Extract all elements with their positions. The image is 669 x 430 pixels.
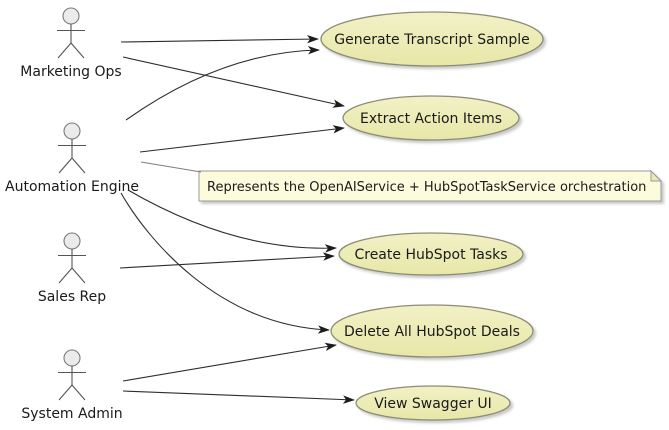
note-fold-corner-icon <box>650 169 663 182</box>
note-text: Represents the OpenAIService + HubSpotTa… <box>207 180 646 195</box>
usecase-create-hubspot-tasks: Create HubSpot Tasks <box>338 232 524 276</box>
actor-label: Sales Rep <box>38 289 106 305</box>
edge-sales-rep--create-hubspot-tasks <box>119 252 335 269</box>
usecase-delete-all-hubspot-deals: Delete All HubSpot Deals <box>330 304 534 358</box>
actor-head-icon <box>62 7 80 25</box>
actor-label: Marketing Ops <box>20 64 121 80</box>
actor-figure-line <box>58 267 73 284</box>
actor-figure-line <box>71 267 86 284</box>
note-body <box>198 170 662 202</box>
usecase-ellipse <box>330 304 534 358</box>
actor-head-icon <box>63 349 81 367</box>
note-layer: Represents the OpenAIService + HubSpotTa… <box>198 169 663 202</box>
actor-automation-engine: Automation Engine <box>5 122 139 195</box>
usecase-label: View Swagger UI <box>374 396 492 412</box>
edge-automation-engine--note <box>140 161 202 173</box>
edge-marketing-ops--generate-transcript-sample <box>120 34 319 44</box>
actor-head-icon <box>63 122 81 140</box>
usecase-ellipse <box>320 11 544 67</box>
edge-automation-engine--delete-all-hubspot-deals <box>120 192 330 334</box>
actor-marketing-ops: Marketing Ops <box>20 7 122 80</box>
edge-marketing-ops--extract-action-items <box>122 56 345 108</box>
usecase-label: Generate Transcript Sample <box>334 32 530 48</box>
actor-figure-line <box>58 157 73 174</box>
edge-automation-engine--create-hubspot-tasks <box>127 189 337 253</box>
actor-figure-line <box>70 42 85 59</box>
usecase-ellipse <box>342 95 520 141</box>
usecase-generate-transcript-sample: Generate Transcript Sample <box>320 11 544 67</box>
actor-figure-line <box>57 42 72 59</box>
actor-head-icon <box>63 232 81 250</box>
edge-automation-engine--extract-action-items <box>139 125 345 153</box>
usecase-label: Delete All HubSpot Deals <box>344 324 520 340</box>
usecase-ellipse <box>338 232 524 276</box>
usecase-view-swagger-ui: View Swagger UI <box>355 385 511 421</box>
actor-system-admin: System Admin <box>21 349 123 422</box>
edge-system-admin--delete-all-hubspot-deals <box>122 342 337 382</box>
edges-layer <box>119 34 355 404</box>
actor-figure-line <box>58 384 73 401</box>
actor-sales-rep: Sales Rep <box>38 232 106 305</box>
usecase-ellipse <box>355 385 511 421</box>
edge-automation-engine--generate-transcript-sample <box>125 46 320 121</box>
actor-label: Automation Engine <box>5 179 139 195</box>
actor-figure-line <box>71 384 86 401</box>
usecase-extract-action-items: Extract Action Items <box>342 95 520 141</box>
actor-label: System Admin <box>21 406 122 422</box>
edge-system-admin--view-swagger-ui <box>122 390 355 404</box>
note: Represents the OpenAIService + HubSpotTa… <box>198 169 663 202</box>
usecase-label: Create HubSpot Tasks <box>354 247 507 263</box>
usecase-label: Extract Action Items <box>360 111 502 127</box>
actor-figure-line <box>71 157 86 174</box>
